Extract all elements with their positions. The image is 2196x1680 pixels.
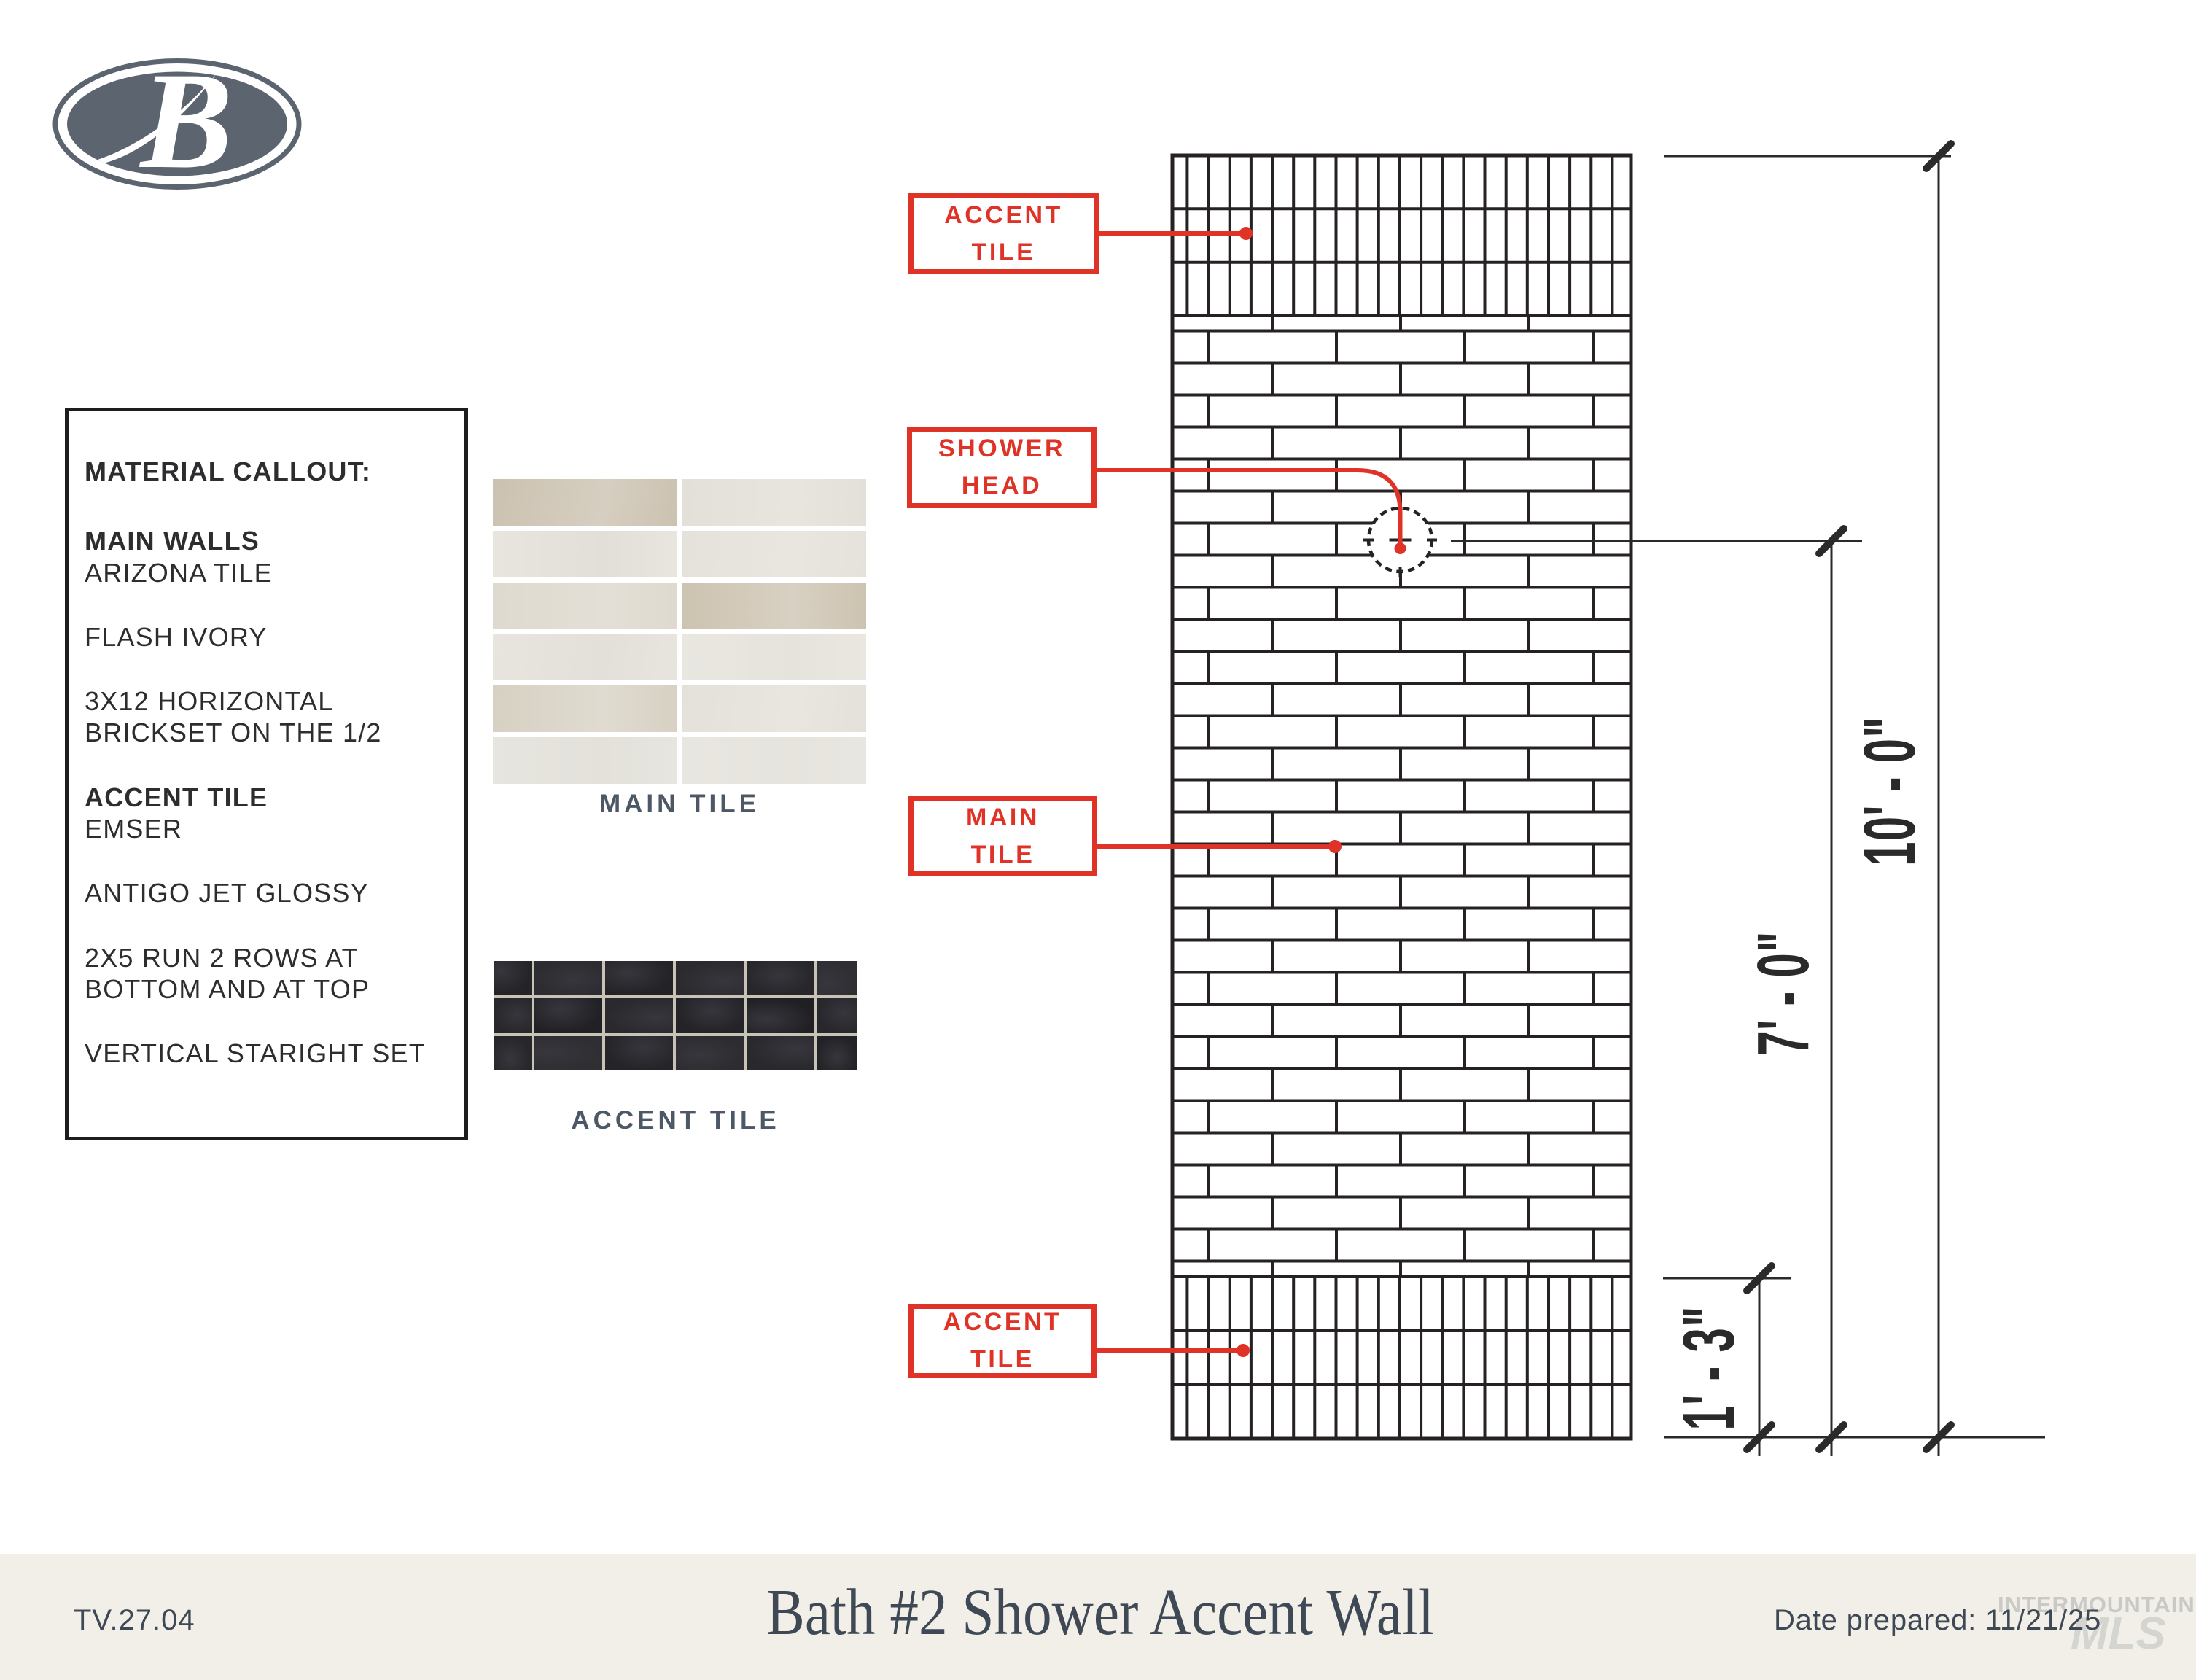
svg-text:1' - 3": 1' - 3": [1668, 1305, 1750, 1430]
svg-text:10' - 0": 10' - 0": [1849, 716, 1931, 866]
svg-text:B: B: [139, 58, 233, 190]
svg-text:7' - 0": 7' - 0": [1743, 930, 1824, 1055]
